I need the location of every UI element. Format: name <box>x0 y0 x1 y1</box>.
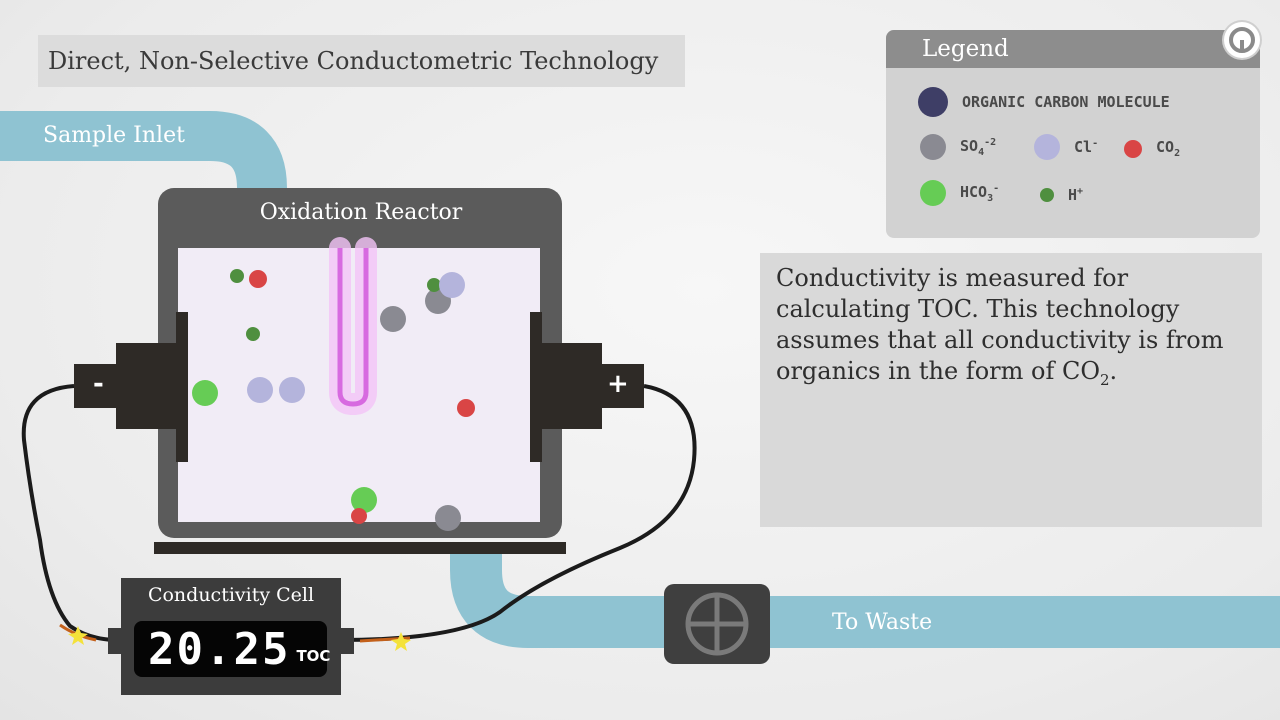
h-ion-icon <box>1040 188 1054 202</box>
cl-ion <box>279 377 305 403</box>
so4-icon <box>920 134 946 160</box>
spark-icon <box>68 626 88 645</box>
hco3-ion <box>192 380 218 406</box>
co2-molecule <box>351 508 367 524</box>
info-text: Conductivity is measured for calculating… <box>776 264 1224 385</box>
legend-item-organic: ORGANIC CARBON MOLECULE <box>918 87 1170 117</box>
conductivity-display: 20.25 TOC <box>134 621 331 677</box>
positive-terminal-cap <box>598 364 644 408</box>
sample-inlet-label: Sample Inlet <box>43 123 185 148</box>
negative-terminal-sign: - <box>93 369 104 399</box>
sample-inlet-pipe <box>0 111 287 200</box>
positive-wire <box>339 384 697 642</box>
negative-wire <box>21 384 119 642</box>
legend-label-cl: Cl- <box>1074 138 1099 156</box>
co2-molecule <box>457 399 475 417</box>
logo-icon <box>1224 22 1260 58</box>
legend-panel: Legend ORGANIC CARBON MOLECULE SO4-2 Cl-… <box>886 30 1260 238</box>
legend-item-cl: Cl- <box>1034 134 1098 160</box>
legend-item-co2: CO2 <box>1124 138 1180 159</box>
legend-label-hco3: HCO3- <box>960 182 1000 204</box>
so4-ion <box>380 306 406 332</box>
reactor-base <box>154 542 566 554</box>
cl-ion <box>439 272 465 298</box>
negative-terminal-block <box>116 343 180 429</box>
legend-label-h: H+ <box>1068 186 1084 204</box>
to-waste-label: To Waste <box>832 610 933 635</box>
negative-terminal-cap <box>74 364 120 408</box>
positive-terminal-sign: + <box>607 369 629 399</box>
legend-item-hco3: HCO3- <box>920 180 999 206</box>
info-panel: Conductivity is measured for calculating… <box>760 253 1262 527</box>
cl-ion <box>247 377 273 403</box>
legend-label-co2: CO2 <box>1156 138 1181 159</box>
co2-molecule <box>249 270 267 288</box>
hco3-icon <box>920 180 946 206</box>
info-end: . <box>1109 357 1118 385</box>
legend-label-organic: ORGANIC CARBON MOLECULE <box>962 93 1170 111</box>
uv-lamp-core <box>337 248 369 407</box>
spark-icon <box>391 632 411 651</box>
info-subscript: 2 <box>1100 370 1110 389</box>
cell-connector-right <box>340 628 354 654</box>
h-ion <box>230 269 244 283</box>
oxidation-reactor-label: Oxidation Reactor <box>259 200 463 225</box>
legend-item-so4: SO4-2 <box>920 134 996 160</box>
h-ion <box>427 278 441 292</box>
positive-terminal-block <box>538 343 602 429</box>
cl-icon <box>1034 134 1060 160</box>
toc-reading: 20.25 <box>148 623 291 675</box>
to-waste-pipe <box>450 548 1280 648</box>
page-title: Direct, Non-Selective Conductometric Tec… <box>38 35 685 87</box>
co2-icon <box>1124 139 1142 158</box>
legend-title: Legend <box>886 30 1260 68</box>
h-ion <box>246 327 260 341</box>
toc-unit: TOC <box>296 647 331 665</box>
hco3-ion <box>351 487 377 513</box>
legend-item-h: H+ <box>1040 186 1083 204</box>
cell-connector-left <box>108 628 122 654</box>
so4-ion <box>435 505 461 531</box>
organic-molecule-icon <box>918 87 948 117</box>
conductivity-cell-label: Conductivity Cell <box>147 584 315 606</box>
legend-label-so4: SO4-2 <box>960 136 997 158</box>
